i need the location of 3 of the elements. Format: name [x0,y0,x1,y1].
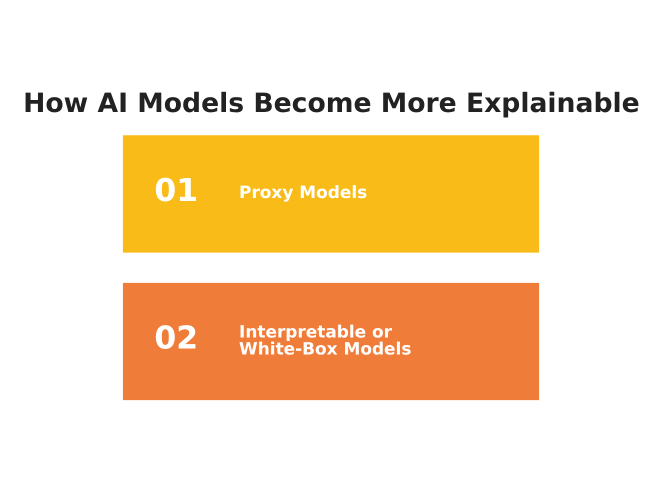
node-box: 01 Proxy Models [122,134,540,252]
diagram-title: How AI Models Become More Explainable [23,87,640,118]
node-box: 02 Interpretable or White-Box Models [122,282,540,400]
